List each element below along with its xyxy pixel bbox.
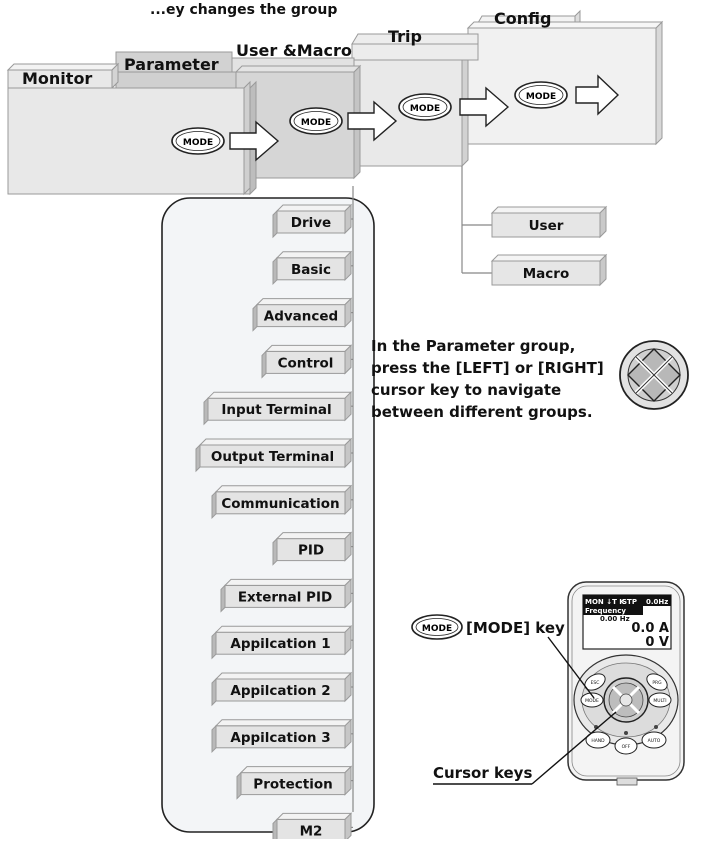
arrow-right-3 xyxy=(459,86,510,128)
user-box-label: User xyxy=(529,218,564,234)
display-voltage: 0 V xyxy=(645,635,669,650)
parameter-item-label: Protection xyxy=(253,777,332,793)
cursor-keys-leader xyxy=(531,711,617,785)
display-state: STP xyxy=(622,598,637,606)
parameter-item-appilcation-3: Appilcation 3 xyxy=(211,718,353,754)
multi-button-label: MULTI xyxy=(653,698,666,704)
mode-badge-3-text: MODE xyxy=(410,104,440,114)
keypad-mode-button[interactable]: MODE xyxy=(580,692,604,708)
macro-box-label: Macro xyxy=(523,266,569,282)
mode-key-callout-badge-text: MODE xyxy=(422,624,452,634)
parameter-item-label: Drive xyxy=(291,215,331,231)
nav-note-line-4: between different groups. xyxy=(371,403,593,421)
monitor-tab-label: Monitor xyxy=(22,69,92,88)
parameter-item-label: External PID xyxy=(238,589,332,605)
parameter-item-basic: Basic xyxy=(272,250,353,286)
parameter-item-pid: PID xyxy=(272,531,353,566)
prog-button-label: PRG xyxy=(652,680,662,686)
display-value-main: 0.00 Hz xyxy=(600,615,630,623)
nav-note-line-1: In the Parameter group, xyxy=(371,337,575,355)
parameter-item-label: Input Terminal xyxy=(221,402,331,418)
hand-button-label: HAND xyxy=(591,738,605,744)
display-param: Frequency xyxy=(585,607,626,615)
mode-key-callout-badge: MODE xyxy=(411,614,463,640)
esc-button-label: ESC xyxy=(591,680,600,686)
arrow-right-1 xyxy=(229,120,280,162)
mode-badge-4-text: MODE xyxy=(526,92,556,102)
off-button[interactable]: OFF xyxy=(614,737,638,755)
parameter-item-advanced: Advanced xyxy=(252,297,353,332)
parameter-item-appilcation-2: Appilcation 2 xyxy=(211,671,353,707)
user-box xyxy=(490,205,608,239)
nav-note-line-3: cursor key to navigate xyxy=(371,381,561,399)
mode-badge-2: MODE xyxy=(289,107,343,135)
hand-button[interactable]: HAND xyxy=(585,731,611,749)
top-caption: ...ey changes the group xyxy=(150,2,337,18)
mode-badge-3: MODE xyxy=(398,93,452,121)
arrow-right-4 xyxy=(575,74,620,116)
parameter-item-appilcation-1: Appilcation 1 xyxy=(211,624,353,660)
parameter-item-label: PID xyxy=(298,543,324,559)
multi-button[interactable]: MULTI xyxy=(648,692,672,708)
parameter-item-label: Advanced xyxy=(264,309,338,325)
keypad-cursor-keys[interactable] xyxy=(603,677,649,723)
parameter-item-label: M2 xyxy=(300,823,323,839)
nav-note-line-2: press the [LEFT] or [RIGHT] xyxy=(371,359,604,377)
parameter-item-protection: Protection xyxy=(236,765,353,800)
parameter-item-m2: M2 xyxy=(272,812,353,843)
parameter-item-label: Appilcation 1 xyxy=(230,636,330,652)
mode-key-leader xyxy=(547,636,595,699)
auto-button[interactable]: AUTO xyxy=(641,731,667,749)
parameter-item-drive: Drive xyxy=(272,203,353,239)
off-button-label: OFF xyxy=(622,744,631,750)
config-tab-label: Config xyxy=(494,9,551,28)
parameter-item-output-terminal: Output Terminal xyxy=(195,437,353,473)
cursor-keys-label: Cursor keys xyxy=(433,764,532,782)
parameter-item-control: Control xyxy=(261,344,353,379)
mode-badge-1: MODE xyxy=(171,127,225,155)
mode-badge-1-text: MODE xyxy=(183,138,213,148)
config-panel xyxy=(466,9,664,146)
user-macro-tab-label: User &Macro xyxy=(236,41,352,60)
parameter-item-label: Appilcation 2 xyxy=(230,683,330,699)
parameter-item-label: Appilcation 3 xyxy=(230,730,330,746)
parameter-item-label: Output Terminal xyxy=(211,449,334,465)
parameter-item-label: Control xyxy=(278,355,334,371)
auto-led xyxy=(654,725,658,729)
display-status: MON ↓T K xyxy=(585,598,625,606)
parameter-item-label: Basic xyxy=(291,262,331,278)
mode-badge-2-text: MODE xyxy=(301,118,331,128)
display-freq: 0.0Hz xyxy=(646,598,668,606)
arrow-right-2 xyxy=(347,100,398,142)
trip-tab-label: Trip xyxy=(388,27,422,46)
display-current: 0.0 A xyxy=(631,621,669,636)
off-led xyxy=(624,731,628,735)
parameter-item-label: Communication xyxy=(221,496,339,512)
parameter-tab-label: Parameter xyxy=(124,55,219,74)
keypad-mode-button-label: MODE xyxy=(585,698,599,704)
mode-badge-4: MODE xyxy=(514,81,568,109)
parameter-item-external-pid: External PID xyxy=(220,578,353,613)
prog-button[interactable]: PRG xyxy=(644,670,670,693)
parameter-item-communication: Communication xyxy=(211,484,353,520)
keypad-display xyxy=(582,594,672,650)
mode-key-label: [MODE] key xyxy=(466,619,565,637)
parameter-item-input-terminal: Input Terminal xyxy=(203,390,353,426)
cursor-keys-icon xyxy=(619,340,689,410)
macro-box xyxy=(490,253,608,287)
auto-button-label: AUTO xyxy=(648,738,661,744)
